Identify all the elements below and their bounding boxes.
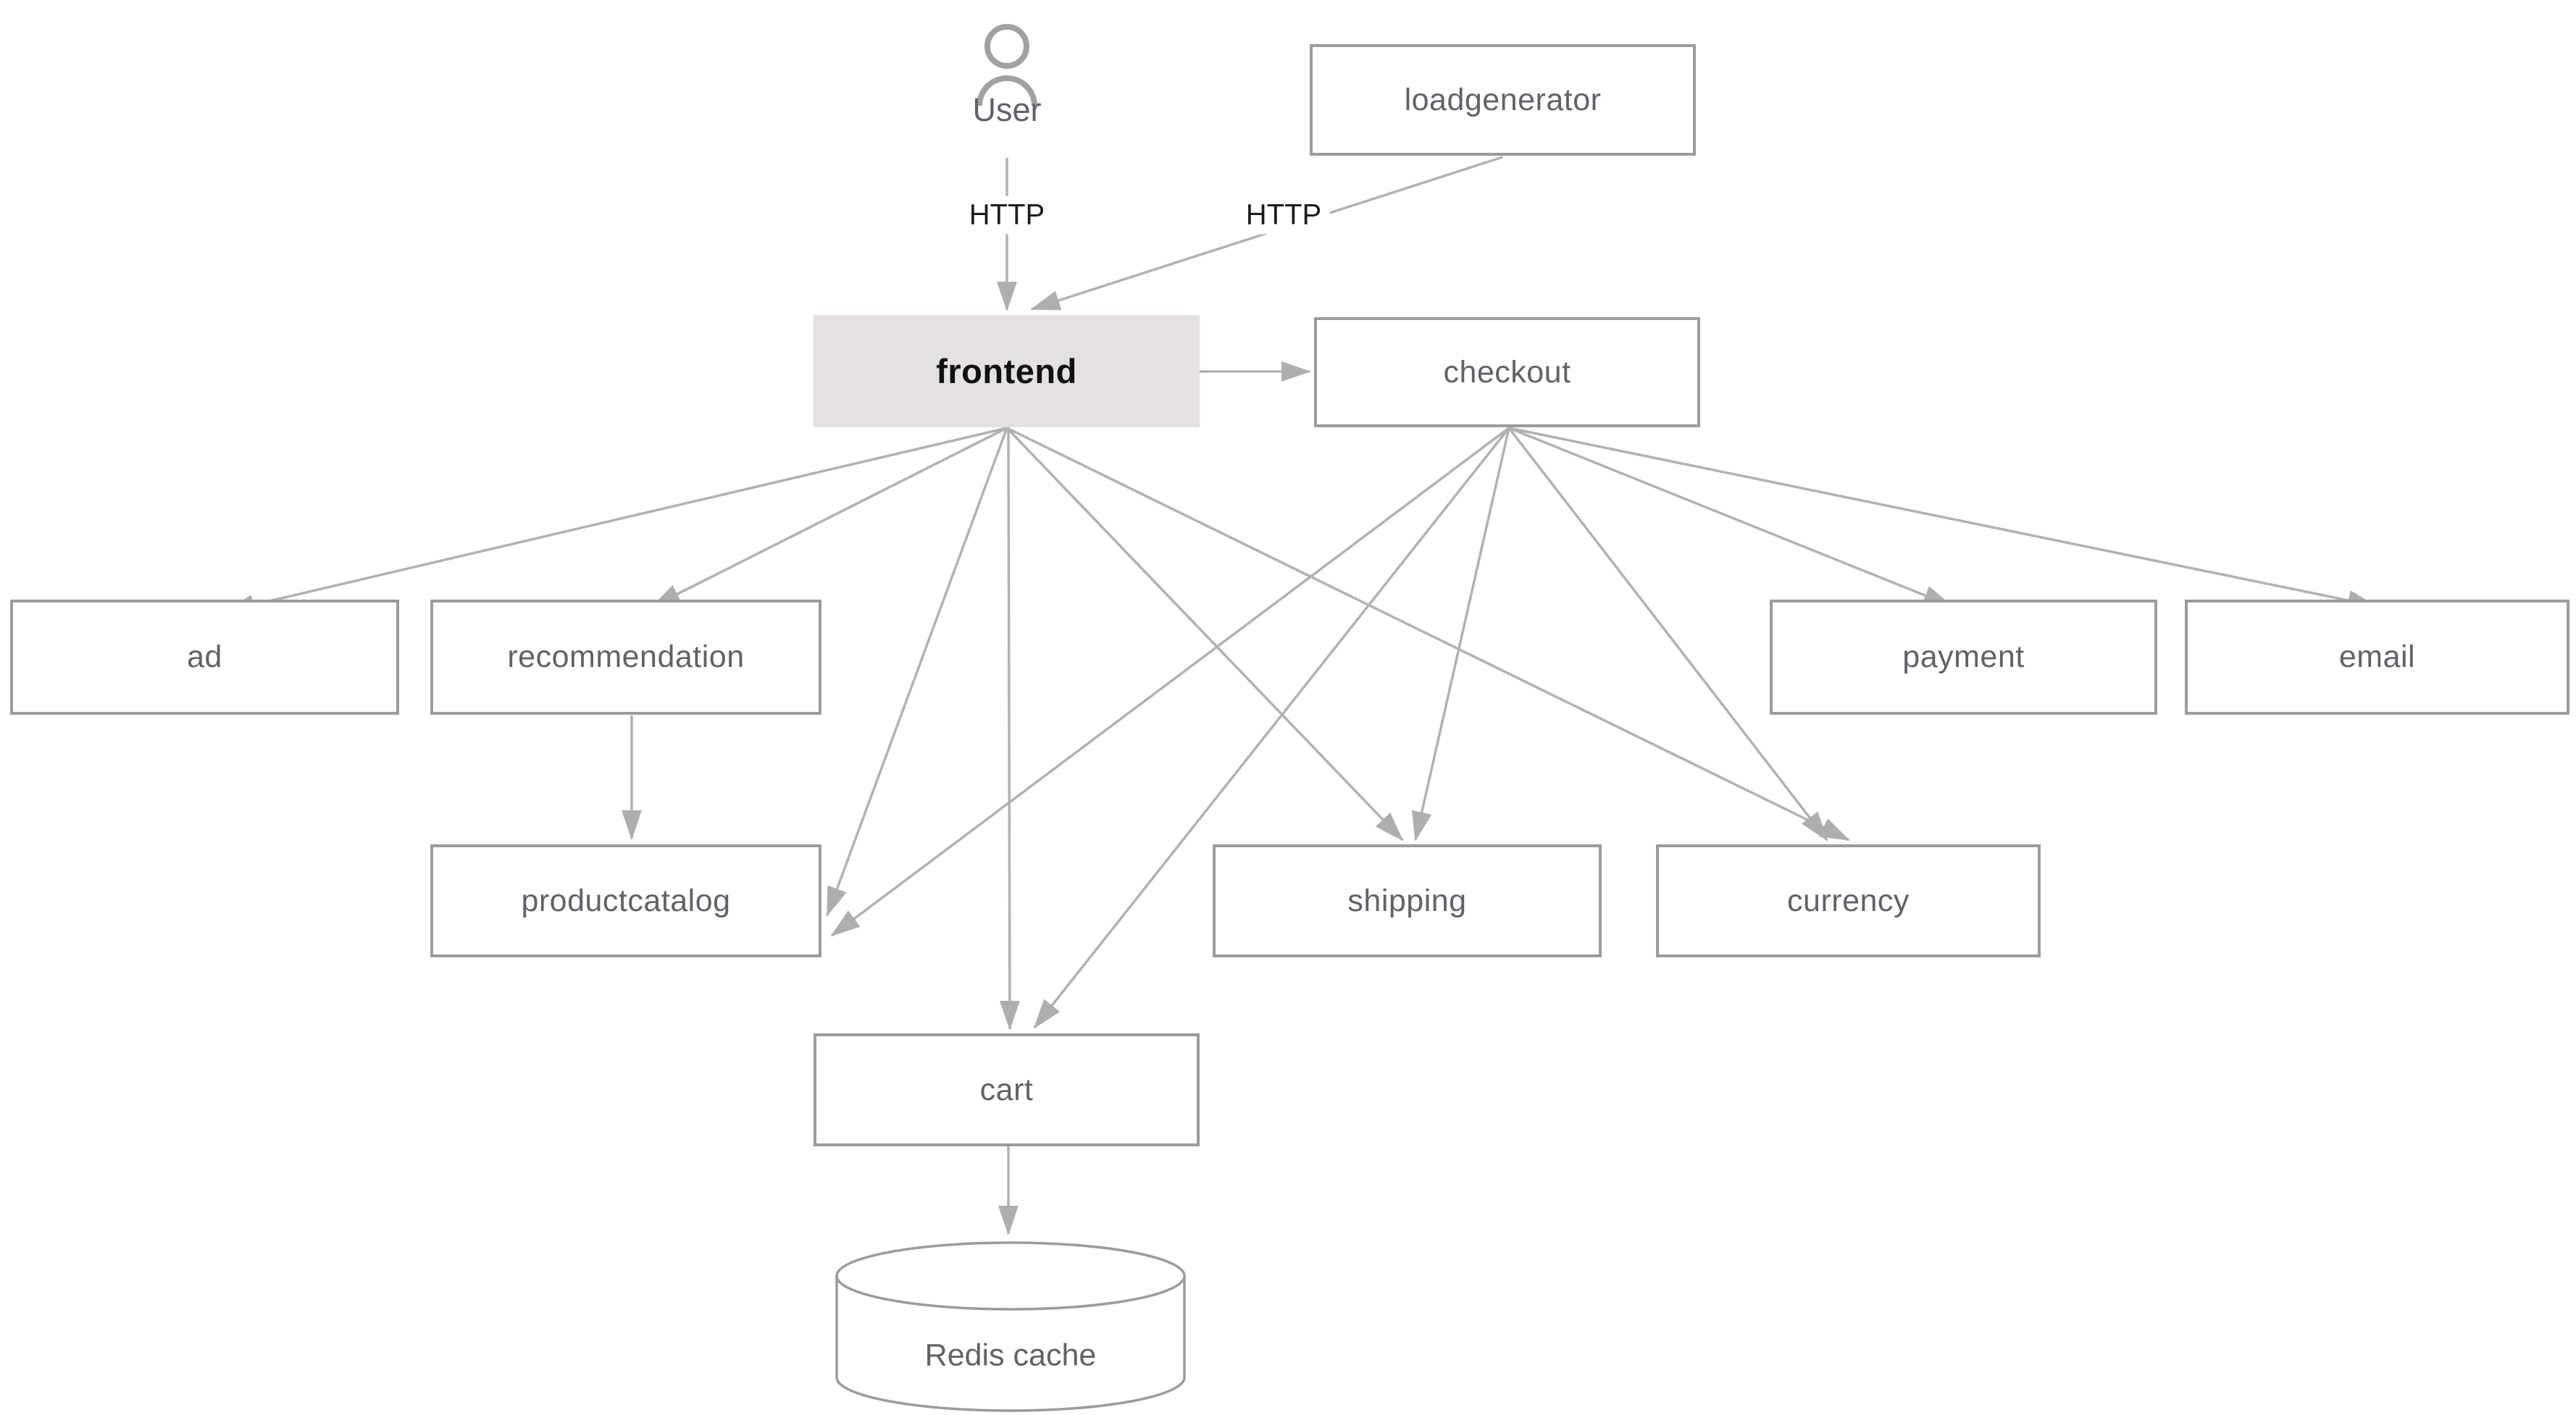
edge-checkout-payment (1508, 427, 1953, 608)
node-recommendation: recommendation (430, 600, 821, 715)
edge-frontend-cart (999, 427, 1020, 1030)
edge-label-http-user: HTTP (960, 196, 1054, 235)
node-currency: currency (1656, 844, 2041, 957)
edge-label-http-loadgenerator: HTTP (1237, 196, 1331, 235)
edge-frontend-recommendation (651, 427, 1008, 608)
redis-cache-label: Redis cache (924, 1338, 1097, 1373)
edge-checkout-email (1508, 427, 2378, 610)
node-ad: ad (10, 600, 399, 715)
node-frontend: frontend (814, 315, 1200, 427)
user-icon (977, 24, 1037, 106)
edge-checkout-currency (1507, 427, 1828, 841)
node-shipping: shipping (1213, 844, 1602, 957)
database-cylinder (835, 1241, 1186, 1412)
node-cart: cart (814, 1033, 1200, 1146)
edge-frontend-shipping (1005, 427, 1404, 841)
edge-checkout-productcatalog (830, 427, 1510, 937)
node-email: email (2185, 600, 2569, 715)
edge-checkout-shipping (1411, 427, 1510, 841)
node-loadgenerator: loadgenerator (1310, 44, 1696, 156)
edge-checkout-cart (1033, 427, 1510, 1029)
edge-frontend-productcatalog (826, 427, 1008, 917)
node-checkout: checkout (1314, 317, 1700, 427)
node-payment: payment (1770, 600, 2157, 715)
edge-frontend-ad (225, 427, 1008, 615)
node-productcatalog: productcatalog (430, 844, 821, 957)
edge-frontend-currency (1006, 427, 1850, 841)
user-label: User (972, 91, 1042, 128)
